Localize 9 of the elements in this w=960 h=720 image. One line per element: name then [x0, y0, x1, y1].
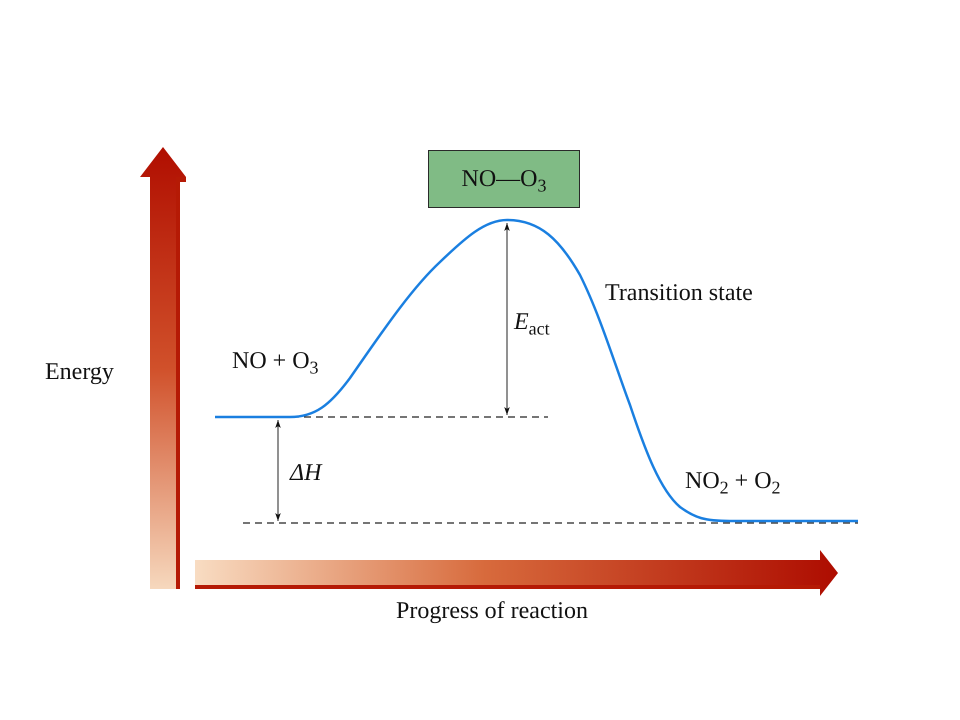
- product-label: NO$_{2}$ + O$_{2}$: [685, 469, 781, 493]
- axis-label: Energy: [45, 360, 114, 384]
- dimension-label: E$_{act}$: [514, 310, 550, 334]
- formula-label: NO—O$_{3}$: [462, 167, 546, 191]
- state-label: Transition state: [605, 281, 753, 305]
- reactant-label: NO + O$_{3}$: [232, 349, 319, 373]
- axis-label: Progress of reaction: [396, 599, 588, 623]
- transition-complex-box: [428, 150, 580, 208]
- dimension-label: ΔH: [290, 461, 322, 485]
